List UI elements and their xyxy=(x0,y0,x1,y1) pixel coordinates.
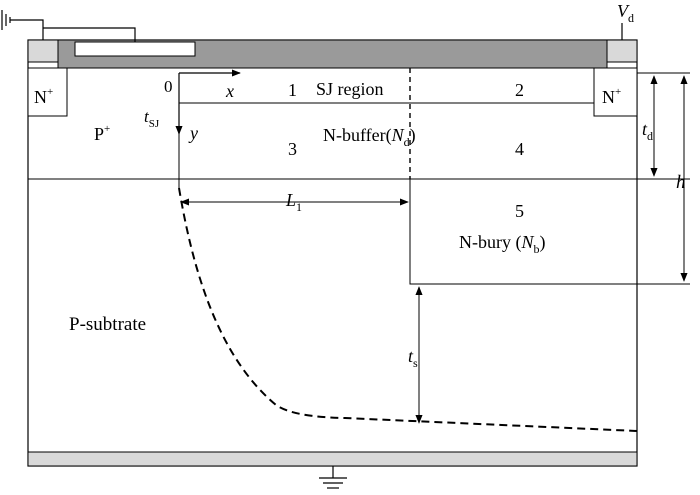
n-plus-left-label: N+ xyxy=(34,86,53,107)
bottom-contact-strip xyxy=(27,451,638,467)
depletion-curve xyxy=(178,187,638,432)
h-label: h xyxy=(676,172,686,193)
y-axis-label: y xyxy=(188,123,198,143)
vd-label: Vd xyxy=(617,1,634,25)
x-axis-label: x xyxy=(225,81,234,101)
td-label: td xyxy=(642,119,653,143)
n-plus-right-label: N+ xyxy=(602,86,621,107)
device-outline xyxy=(27,39,638,467)
p-plus-label: P+ xyxy=(94,123,110,144)
sj-region-label: SJ region xyxy=(316,79,384,99)
ground-icon xyxy=(319,466,347,489)
l1-label: L1 xyxy=(285,190,302,214)
region-2-label: 2 xyxy=(515,80,524,100)
tsj-label: tSJ xyxy=(144,107,160,130)
region-5-label: 5 xyxy=(515,201,524,221)
n-bury-boundary xyxy=(409,179,637,285)
origin-label: 0 xyxy=(164,77,173,96)
left-top-contact xyxy=(27,39,59,63)
region-1-label: 1 xyxy=(288,80,297,100)
region-3-label: 3 xyxy=(288,139,297,159)
p-substrate-label: P-subtrate xyxy=(69,314,146,335)
right-top-contact xyxy=(606,39,638,63)
source-wire xyxy=(10,19,44,40)
gate-electrode xyxy=(74,41,196,57)
gate-wire xyxy=(43,27,136,42)
n-buffer-label: N-buffer(Nd) xyxy=(323,125,416,149)
n-plus-right-region xyxy=(593,67,638,117)
n-plus-left-region xyxy=(27,67,68,117)
n-bury-label: N-bury (Nb) xyxy=(459,232,546,256)
region-4-label: 4 xyxy=(515,139,524,159)
ts-label: ts xyxy=(408,346,418,370)
ground-icon xyxy=(1,10,11,30)
